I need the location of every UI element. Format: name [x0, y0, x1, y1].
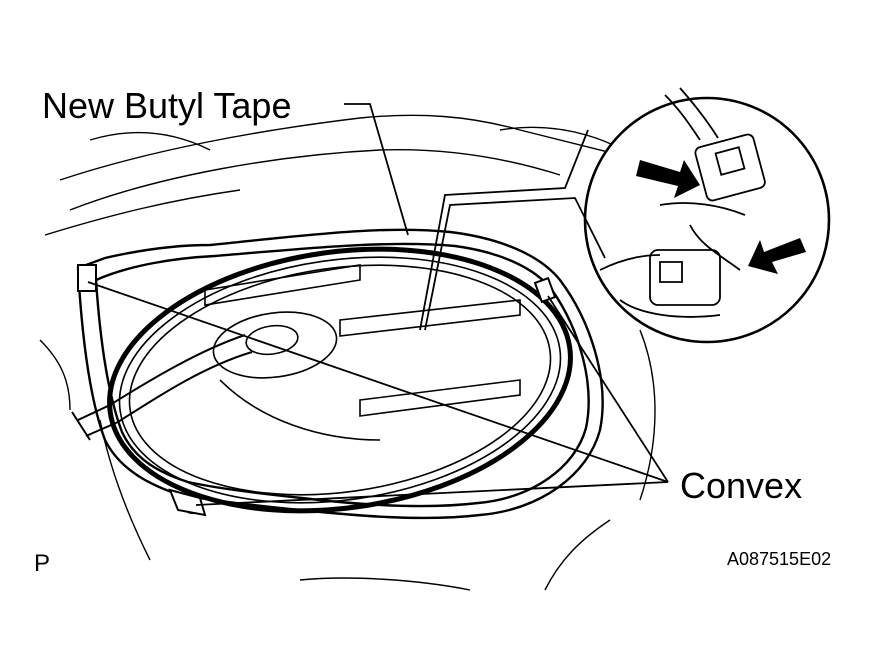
speaker-mounting-flange	[78, 230, 603, 518]
leader-lines	[88, 104, 668, 505]
label-new-butyl-tape: New Butyl Tape	[42, 85, 292, 126]
arrow-upper	[636, 160, 700, 198]
wire-harness	[72, 335, 252, 440]
speaker-clips	[78, 265, 555, 515]
view-marker: P	[34, 550, 51, 577]
label-convex: Convex	[680, 465, 803, 506]
speaker-cone	[205, 265, 520, 440]
connector-detail-inset	[585, 88, 829, 342]
figure-code: A087515E02	[727, 549, 832, 569]
body-panel-contours	[40, 115, 655, 590]
arrow-lower	[748, 238, 806, 274]
speaker-rings	[92, 221, 587, 539]
